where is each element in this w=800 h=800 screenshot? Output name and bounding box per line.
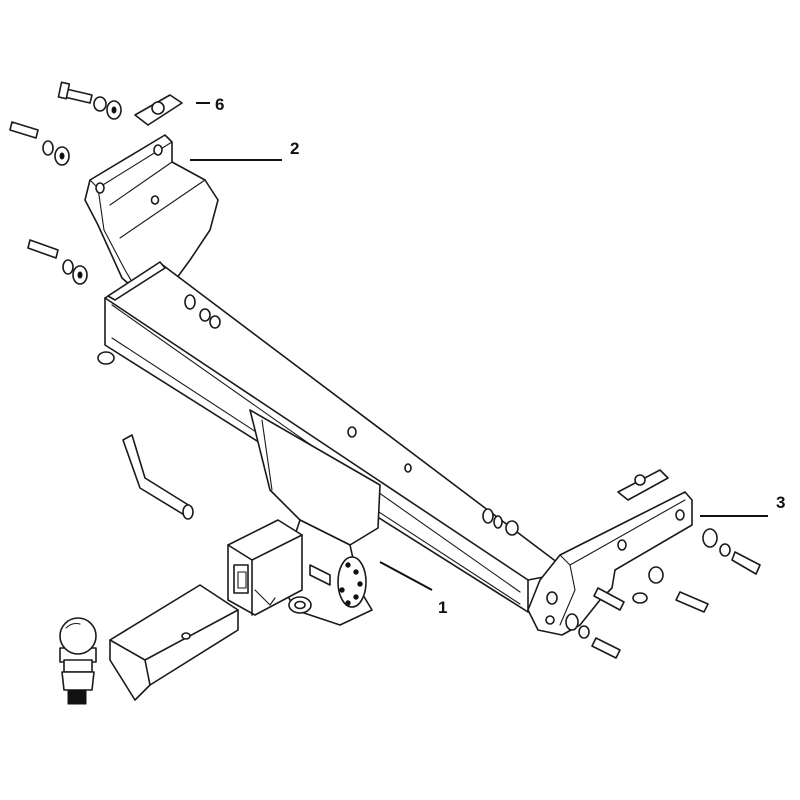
receiver-assembly	[227, 409, 381, 626]
nut-plate-top	[134, 94, 183, 126]
left-mounting-bracket	[84, 134, 219, 301]
nut-plate-right	[617, 469, 669, 501]
bolt-set-left-lower	[27, 239, 88, 285]
callout-label-2: 2	[290, 139, 299, 158]
bolt-set-top-left	[57, 81, 122, 120]
bolt-set-right-lower	[565, 613, 621, 659]
beam-studs	[347, 426, 412, 473]
callout-label-3: 3	[776, 493, 785, 512]
callout-3: 3	[700, 493, 785, 517]
tow-ball	[59, 617, 97, 705]
callout-label-6: 6	[215, 95, 224, 114]
callout-1: 1	[379, 561, 447, 617]
bolt-set-left-middle	[9, 121, 70, 166]
bolt-set-right-middle	[593, 566, 709, 613]
bolt-set-right-upper	[702, 528, 761, 575]
right-mounting-bracket	[527, 491, 693, 636]
ball-mount-bar	[109, 584, 239, 701]
locking-pin	[122, 434, 194, 520]
callout-2: 2	[190, 139, 299, 161]
callout-label-1: 1	[438, 598, 447, 617]
callout-6: 6	[196, 95, 224, 114]
washer-nuts-beam-right	[482, 508, 519, 536]
washer-nuts-beam-left	[97, 294, 221, 365]
